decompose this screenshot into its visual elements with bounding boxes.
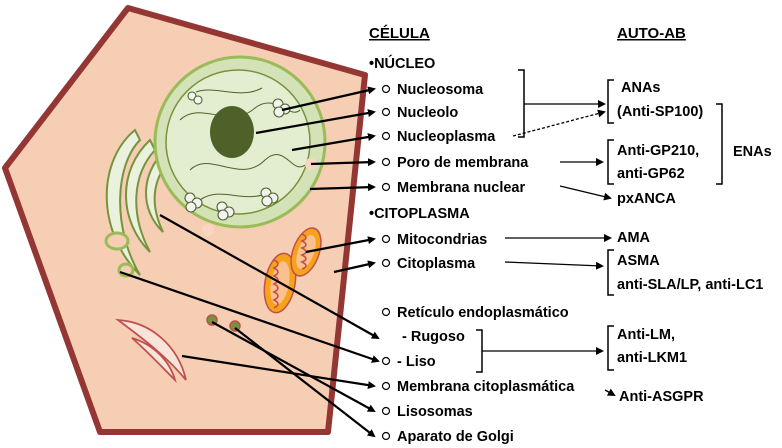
label-golgi: Aparato de Golgi [397,429,514,445]
label-pore: Poro de membrana [397,155,529,171]
nucleolus-body [210,106,254,158]
ab-anti-gp62: anti-GP62 [617,166,685,182]
label-nuclear-membrane: Membrana nuclear [397,180,525,196]
ab-anti-sp100: (Anti-SP100) [617,104,703,120]
ab-asma: ASMA [617,253,660,269]
label-rough: - Rugoso [402,329,465,345]
ab-pxanca: pxANCA [617,191,676,207]
ab-anti-lm: Anti-LM, [617,327,675,343]
label-cytoplasm: Citoplasma [397,256,476,272]
header-autoab: AUTO-AB [617,25,686,42]
ab-anas: ANAs [621,80,660,96]
label-smooth: - Liso [397,354,436,370]
ab-anti-asgpr: Anti-ASGPR [619,389,704,405]
nuclear-pore [202,224,214,236]
label-cell-membrane: Membrana citoplasmática [397,379,575,395]
autoantibody-list: ANAs (Anti-SP100) Anti-GP210, anti-GP62 … [617,80,772,405]
ab-anti-lkm1: anti-LKM1 [617,350,687,366]
label-mitochondria: Mitocondrias [397,232,487,248]
label-lysosomes: Lisosomas [397,404,473,420]
vesicle [106,233,128,249]
section-cytoplasm: •CITOPLASMA [369,206,470,222]
cell-body [5,8,365,432]
section-nucleus: •NÚCLEO [369,54,435,72]
ab-ama: AMA [617,230,651,246]
label-nucleoplasm: Nucleoplasma [397,129,496,145]
ab-enas: ENAs [733,144,772,160]
ab-anti-sla: anti-SLA/LP, anti-LC1 [617,277,763,293]
label-nucleosome: Nucleosoma [397,82,484,98]
ab-anti-gp210: Anti-GP210, [617,143,699,159]
label-er: Retículo endoplasmático [397,305,569,321]
label-nucleolus: Nucleolo [397,105,458,121]
header-cell: CÉLULA [369,25,430,42]
